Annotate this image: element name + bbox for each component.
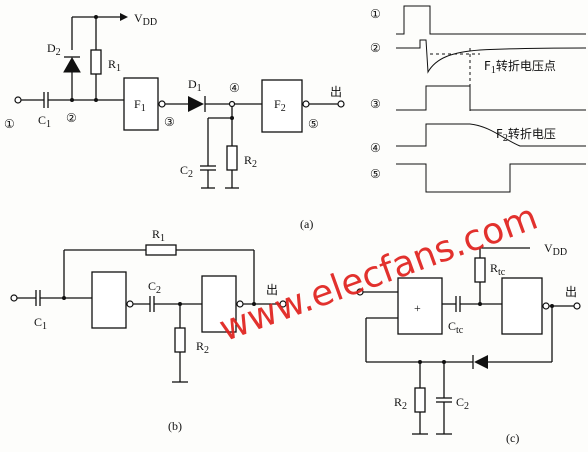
rtc-label: Rtc [490,261,506,278]
circuit-c: + Ctc VDD Rtc 出 R2 [356,241,581,445]
output-terminal-c [573,302,581,310]
node-3-label: ③ [164,115,175,129]
resistor-rtc [474,257,486,283]
gate-c2 [501,277,543,335]
wave-2-label: ② [370,41,381,55]
d1-label: D1 [188,77,202,94]
wave-4-label: ④ [370,141,381,155]
circuit-a: VDD D2 R1 C1 ① ② F1 ③ D1 ④ [4,11,345,231]
r2-label: R2 [244,153,257,170]
c1-label-b: C1 [34,315,47,332]
caption-c: (c) [506,431,519,445]
waveform-panel: ① ② ③ ④ ⑤ F1转折电压点 F2转折电压 [370,5,587,193]
output-terminal-a [337,100,345,108]
gate-f1 [123,77,159,131]
gate-f2 [261,79,303,133]
input-terminal-a [14,96,22,104]
wave-3-trace [396,85,586,111]
resistor-r2-c [414,387,426,413]
input-terminal-b [10,294,18,302]
diode-c-icon [474,355,488,369]
c2-label-c: C2 [456,395,469,412]
resistor-r2-b [174,327,186,353]
ctc-label: Ctc [448,319,464,336]
output-label-a: 出 [330,85,342,99]
gate-b1 [91,271,127,329]
vdd-label-c: VDD [544,241,567,258]
d2-label: D2 [47,41,61,58]
caption-b: (b) [168,419,182,433]
node-1-label: ① [4,117,15,131]
output-terminal-b [279,300,287,308]
c2-label-b: C2 [148,279,161,296]
wave-1-label: ① [370,7,381,21]
f2-label: F2 [274,97,286,114]
node-5-label: ⑤ [308,117,319,131]
caption-a: (a) [300,217,313,231]
resistor-r2-a [226,145,238,171]
resistor-r1 [90,49,102,75]
c1-label: C1 [38,113,51,130]
gate-b2 [201,275,237,333]
output-label-b: 出 [266,283,278,297]
node-2-label: ② [66,111,77,125]
node-4-label: ④ [229,81,240,95]
f1-label: F1 [134,97,146,114]
svg-text:VDD: VDD [134,11,157,28]
node-4-terminal [228,100,236,108]
r1-label: R1 [108,57,121,74]
r1-label-b: R1 [152,227,165,244]
f1-threshold-note: F1转折电压点 [484,58,556,76]
f2-threshold-note: F2转折电压 [496,126,556,144]
wave-5-trace [396,163,586,193]
wave-2-trace [396,39,587,74]
diode-d1-icon [188,96,204,112]
wave-5-label: ⑤ [370,167,381,181]
diode-d2-icon [63,56,81,73]
gate-c1-plus: + [414,301,421,315]
circuit-b: C1 R1 C2 R2 出 (b) [10,227,287,433]
r2-label-b: R2 [196,339,209,356]
resistor-r1-b [145,244,177,256]
gate-c1 [397,277,443,335]
wave-3-label: ③ [370,97,381,111]
output-label-c: 出 [565,285,577,299]
r2-label-c: R2 [394,395,407,412]
c2-label: C2 [180,163,193,180]
wave-1-trace [396,5,586,35]
wave-4-trace [396,123,586,147]
vdd-arrow-icon [120,13,128,21]
